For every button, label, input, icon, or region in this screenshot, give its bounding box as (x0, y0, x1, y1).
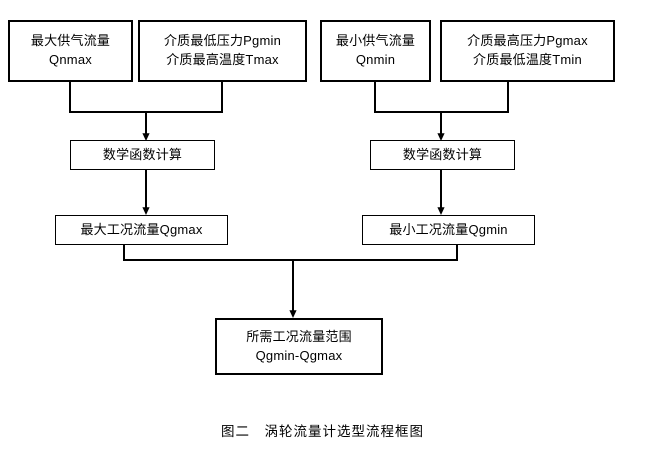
figure-caption: 图二 涡轮流量计选型流程框图 (221, 424, 424, 439)
connector-left-merge (69, 82, 223, 113)
connector-right-merge (374, 82, 509, 113)
node-max-working-flow[interactable]: 最大工况流量Qgmax (55, 215, 228, 245)
node-math-calc-left[interactable]: 数学函数计算 (70, 140, 215, 170)
node-min-supply-flow-line1: 最小供气流量 (335, 33, 416, 49)
node-math-calc-right[interactable]: 数学函数计算 (370, 140, 515, 170)
connector-bottom-merge (123, 245, 458, 261)
node-required-range-line2: Qgmin-Qgmax (255, 347, 343, 363)
node-min-supply-flow[interactable]: 最小供气流量 Qnmin (320, 20, 431, 82)
node-math-calc-right-label: 数学函数计算 (402, 146, 483, 162)
node-max-pressure-min-temp[interactable]: 介质最高压力Pgmax 介质最低温度Tmin (440, 20, 615, 82)
node-required-range-line1: 所需工况流量范围 (246, 328, 352, 344)
node-max-working-flow-label: 最大工况流量Qgmax (80, 221, 203, 237)
node-min-working-flow-label: 最小工况流量Qgmin (389, 221, 508, 237)
node-min-pressure-max-temp-line1: 介质最低压力Pgmin (163, 33, 282, 49)
node-min-supply-flow-line2: Qnmin (355, 52, 396, 67)
node-min-pressure-max-temp-line2: 介质最高温度Tmax (166, 52, 279, 67)
node-min-pressure-max-temp[interactable]: 介质最低压力Pgmin 介质最高温度Tmax (138, 20, 307, 82)
node-required-range[interactable]: 所需工况流量范围 Qgmin-Qgmax (215, 318, 383, 375)
node-max-supply-flow-line1: 最大供气流量 (30, 33, 111, 49)
node-min-working-flow[interactable]: 最小工况流量Qgmin (362, 215, 535, 245)
node-max-supply-flow-line2: Qnmax (49, 52, 92, 67)
node-max-pressure-min-temp-line1: 介质最高压力Pgmax (467, 33, 588, 49)
node-math-calc-left-label: 数学函数计算 (102, 146, 183, 162)
node-max-supply-flow[interactable]: 最大供气流量 Qnmax (8, 20, 133, 82)
node-max-pressure-min-temp-line2: 介质最低温度Tmin (473, 52, 582, 67)
